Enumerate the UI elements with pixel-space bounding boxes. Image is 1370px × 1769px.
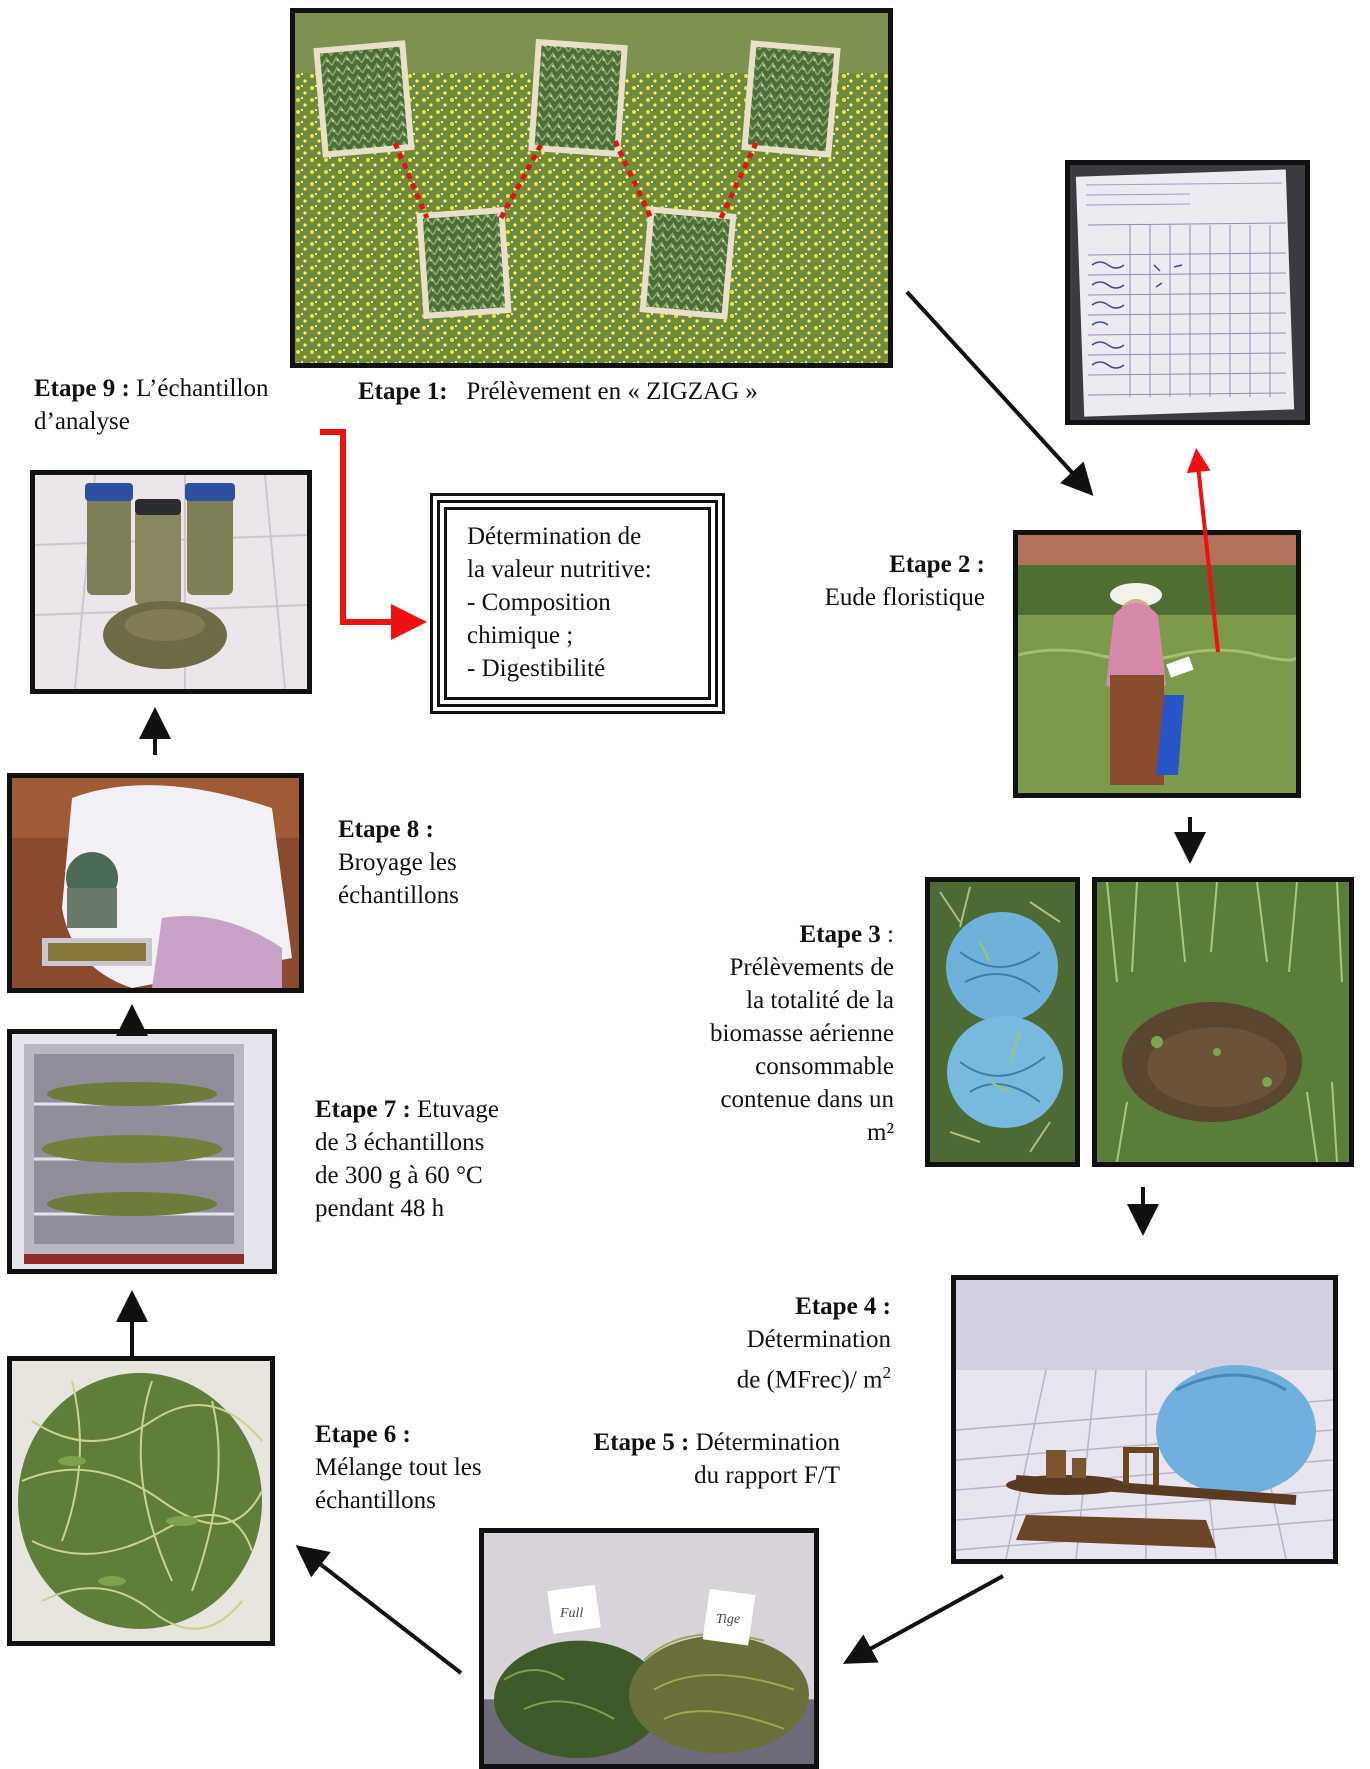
step3-line6: m² — [867, 1119, 894, 1146]
step7-label: Etape 7 : Etuvage de 3 échantillons de 3… — [315, 1093, 499, 1225]
nutritive-value-box-inner: Détermination de la valeur nutritive: - … — [437, 500, 718, 707]
person-figure — [1106, 583, 1194, 785]
box-line2: la valeur nutritive: — [467, 556, 652, 583]
step7-line4: pendant 48 h — [315, 1195, 445, 1222]
box-line4: chimique ; — [467, 622, 574, 649]
step3-line1: Prélèvements de — [729, 954, 894, 981]
step5-line2: du rapport F/T — [694, 1462, 840, 1489]
step7-line1: Etuvage — [417, 1096, 499, 1123]
arrow-red-step9-to-box — [320, 429, 427, 640]
step3-line2: la totalité de la — [746, 987, 894, 1014]
step3-plot-photo — [1092, 877, 1354, 1167]
step8-line1: Broyage les — [338, 849, 457, 876]
step2-floristic-photo — [1013, 530, 1301, 798]
step2-label: Etape 2 : Eude floristique — [825, 548, 985, 614]
step4-label: Etape 4 : Détermination de (MFrec)/ m2 — [737, 1290, 891, 1396]
step5-line1: Détermination — [695, 1429, 840, 1456]
step3-bags-photo — [925, 877, 1080, 1167]
step7-line3: de 300 g à 60 °C — [315, 1162, 483, 1189]
arrow-step1-to-step2 — [905, 290, 1094, 496]
step7-number: Etape 7 : — [315, 1096, 411, 1123]
step3-label: Etape 3 : Prélèvements de la totalité de… — [710, 918, 894, 1149]
step9-number: Etape 9 : — [34, 375, 130, 402]
step3-separator: : — [880, 921, 894, 948]
step7-line2: de 3 échantillons — [315, 1129, 485, 1156]
step4-scale-photo — [951, 1275, 1338, 1564]
step6-number: Etape 6 : — [315, 1421, 411, 1448]
step8-line2: échantillons — [338, 882, 459, 909]
step3-line5: contenue dans un — [720, 1086, 894, 1113]
step6-line2: échantillons — [315, 1487, 436, 1514]
step7-oven-photo — [7, 1029, 277, 1274]
arrow-step5-to-step6 — [295, 1545, 463, 1675]
step4-superscript: 2 — [882, 1363, 892, 1382]
step8-number: Etape 8 : — [338, 816, 434, 843]
step9-line1: L’échantillon — [136, 375, 269, 402]
step9-label: Etape 9 : L’échantillon d’analyse — [34, 372, 268, 438]
step3-line4: consommable — [755, 1053, 894, 1080]
quadrat — [313, 38, 841, 320]
step8-grinding-photo — [7, 773, 304, 993]
survey-sheet-photo — [1065, 160, 1310, 425]
step4-line1: Détermination — [746, 1326, 891, 1353]
step1-text: Prélèvement en « ZIGZAG » — [466, 378, 758, 405]
step6-line1: Mélange tout les — [315, 1454, 482, 1481]
step9-line2: d’analyse — [34, 408, 130, 435]
step6-label: Etape 6 : Mélange tout les échantillons — [315, 1418, 482, 1517]
step5-label: Etape 5 : Détermination du rapport F/T — [594, 1426, 840, 1492]
step1-zigzag-photo — [290, 8, 893, 368]
nutritive-value-text: Détermination de la valeur nutritive: - … — [444, 507, 711, 700]
step4-line2: de (MFrec)/ m — [736, 1366, 883, 1394]
step1-number: Etape 1: — [358, 378, 448, 405]
full-tag: Full — [559, 1605, 583, 1620]
step3-number: Etape 3 — [799, 921, 881, 948]
nutritive-value-box: Détermination de la valeur nutritive: - … — [430, 493, 725, 714]
box-line1: Détermination de — [467, 523, 642, 550]
step5-ratio-photo: Full Tige — [479, 1528, 819, 1769]
step3-line3: biomasse aérienne — [710, 1020, 894, 1047]
step6-mix-photo — [7, 1356, 275, 1646]
step4-number: Etape 4 : — [795, 1293, 891, 1320]
tige-tag: Tige — [716, 1611, 740, 1626]
step2-text: Eude floristique — [824, 584, 985, 611]
step5-number: Etape 5 : — [593, 1429, 690, 1456]
step8-label: Etape 8 : Broyage les échantillons — [338, 813, 459, 912]
step2-number: Etape 2 : — [889, 551, 985, 578]
box-line5: - Digestibilité — [467, 655, 606, 682]
step9-jars-photo — [30, 470, 312, 694]
arrow-step4-to-step5 — [842, 1574, 1004, 1664]
box-line3: - Composition — [467, 589, 611, 616]
step1-label: Etape 1: Prélèvement en « ZIGZAG » — [358, 375, 758, 408]
